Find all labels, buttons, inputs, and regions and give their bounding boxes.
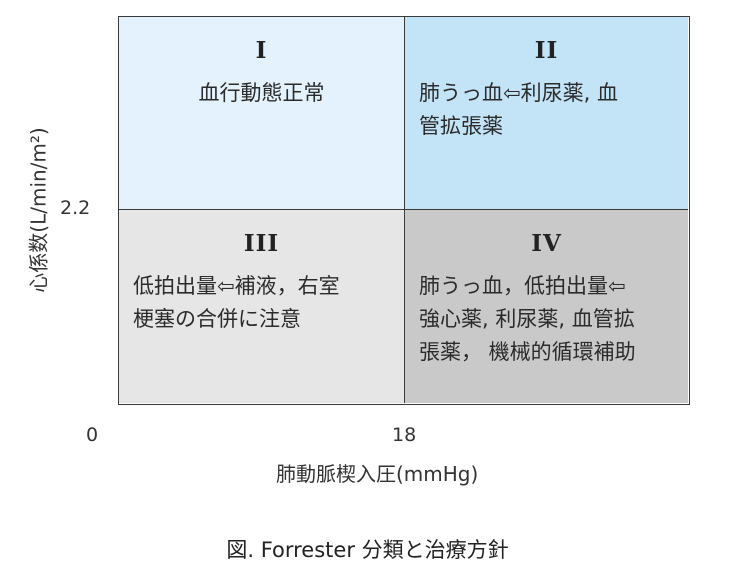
- x-axis-label: 肺動脈楔入圧(mmHg): [276, 462, 479, 486]
- quadrant-1-text: 血行動態正常: [198, 81, 325, 105]
- y-axis-tick-2-2: 2.2: [60, 197, 91, 219]
- quadrant-3-numeral: III: [243, 230, 280, 257]
- quadrant-2-text: 肺うっ血⇦利尿薬, 血 管拡張薬: [419, 81, 618, 138]
- quadrant-4-text: 肺うっ血，低拍出量⇦ 強心薬, 利尿薬, 血管拡 張薬， 機械的循環補助: [419, 274, 636, 364]
- quadrant-3-text: 低拍出量⇦補液，右室 梗塞の合併に注意: [133, 274, 340, 331]
- x-axis-tick-0: 0: [86, 424, 99, 446]
- quadrant-4-numeral: IV: [531, 230, 562, 257]
- quadrant-2: II 肺うっ血⇦利尿薬, 血 管拡張薬: [405, 17, 688, 210]
- quadrant-3: III 低拍出量⇦補液，右室 梗塞の合併に注意: [119, 210, 405, 403]
- x-axis-tick-18: 18: [392, 424, 417, 446]
- quadrant-1: I 血行動態正常: [119, 17, 405, 210]
- quadrant-1-numeral: I: [255, 37, 268, 64]
- quadrant-4: IV 肺うっ血，低拍出量⇦ 強心薬, 利尿薬, 血管拡 張薬， 機械的循環補助: [405, 210, 688, 403]
- y-axis-label: 心係数(L/min/m²): [26, 127, 51, 293]
- figure-caption: 図. Forrester 分類と治療方針: [226, 538, 509, 562]
- forrester-grid: I 血行動態正常 II 肺うっ血⇦利尿薬, 血 管拡張薬 III 低拍出量⇦補液…: [118, 16, 690, 405]
- quadrant-2-numeral: II: [534, 37, 559, 64]
